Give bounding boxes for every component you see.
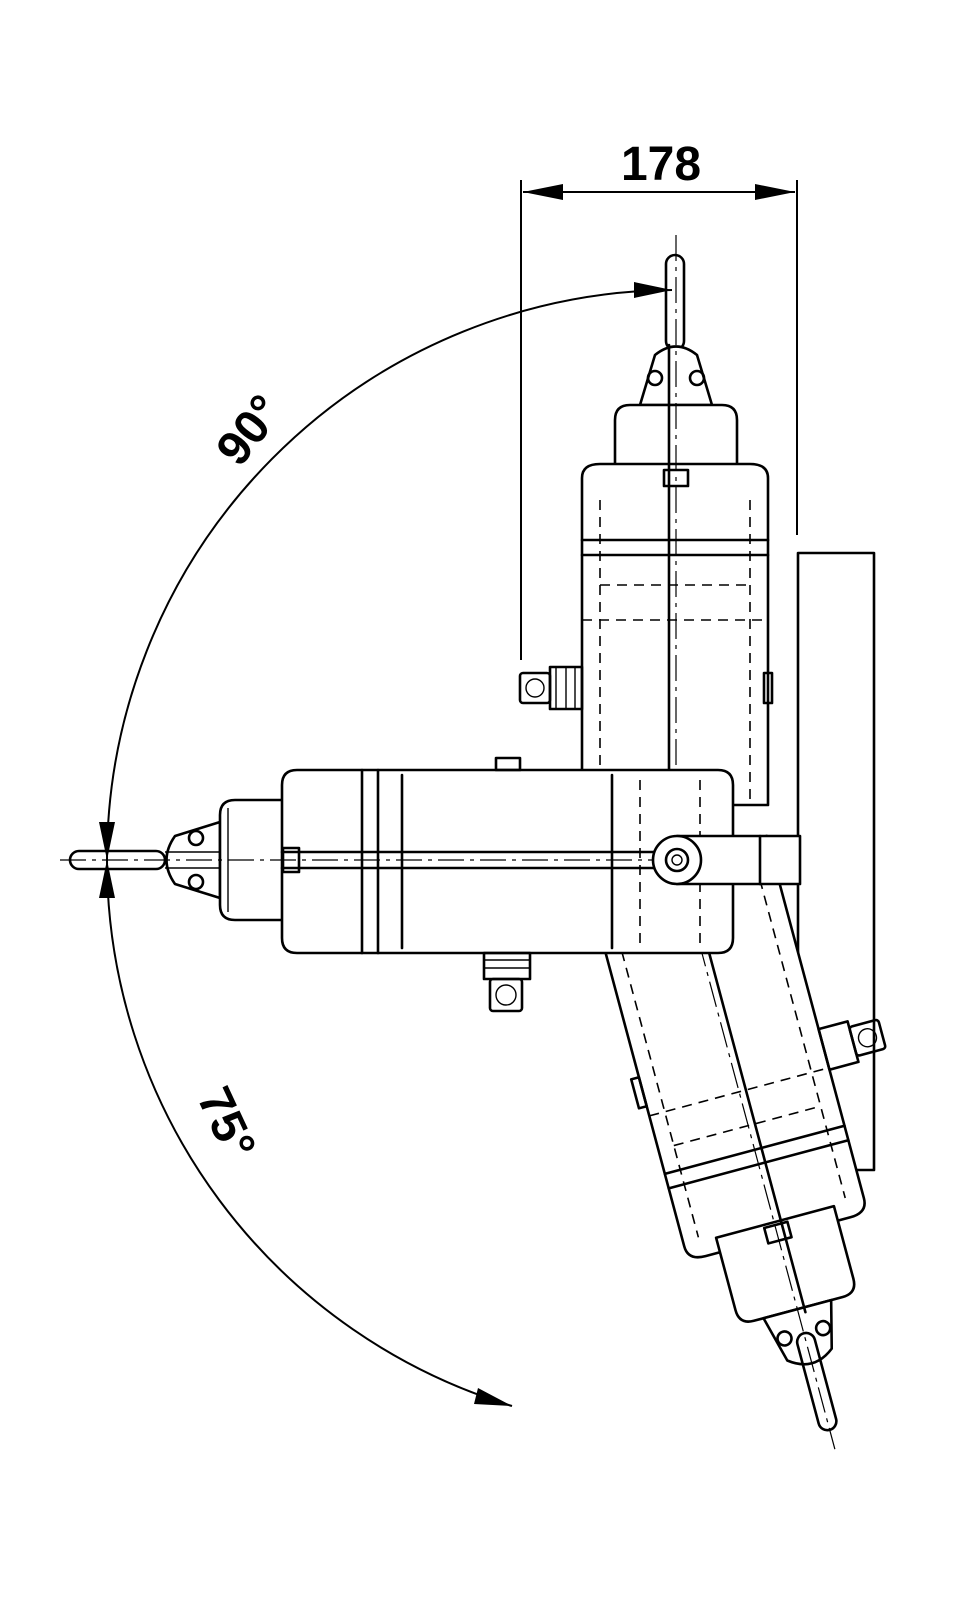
pivot-pin bbox=[651, 834, 703, 886]
arc-arrow-mid-up bbox=[99, 822, 115, 860]
dimension-arrow-right bbox=[755, 184, 795, 200]
pivot-bracket bbox=[651, 834, 802, 886]
arc-arrow-mid-down bbox=[99, 860, 115, 898]
width-dimension: 178 bbox=[520, 138, 798, 660]
arc-arrow-bottom bbox=[474, 1388, 512, 1406]
actuator-horizontal bbox=[60, 756, 735, 1013]
arc-arrow-top bbox=[634, 282, 672, 298]
dimension-arrow-left bbox=[523, 184, 563, 200]
angle-label-upper: 90° bbox=[207, 386, 293, 476]
actuator-vertical bbox=[518, 235, 774, 820]
dimension-label: 178 bbox=[621, 138, 701, 191]
angle-label-lower: 75° bbox=[187, 1079, 266, 1167]
